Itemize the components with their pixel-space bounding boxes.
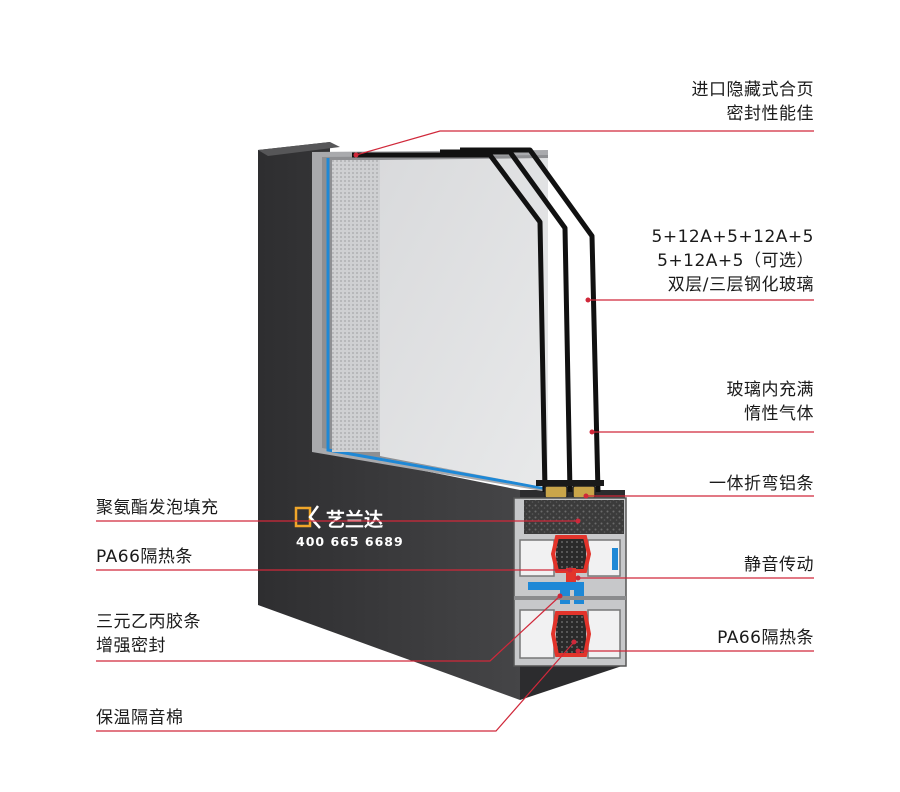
callout-hidden-hinge: 进口隐藏式合页 密封性能佳	[692, 78, 815, 126]
callout-tempered-glass: 5+12A+5+12A+5 5+12A+5（可选） 双层/三层钢化玻璃	[652, 225, 814, 297]
callout-inert-gas: 玻璃内充满 惰性气体	[727, 378, 815, 426]
callout-text: 三元乙丙胶条	[96, 612, 201, 632]
callout-insulation-wool: 保温隔音棉	[96, 706, 184, 730]
callout-text: 密封性能佳	[726, 104, 814, 124]
callout-text: 玻璃内充满	[726, 380, 814, 400]
sash-opening	[312, 150, 549, 492]
callout-text: 5+12A+5（可选）	[657, 251, 814, 271]
callout-text: PA66隔热条	[96, 547, 193, 567]
callout-text: 静音传动	[744, 555, 814, 575]
brand-phone: 400 665 6689	[296, 534, 404, 549]
glass-panes	[352, 147, 601, 493]
callout-text: 保温隔音棉	[96, 708, 184, 728]
callout-text: 5+12A+5+12A+5	[651, 227, 814, 247]
profile-cross-section	[513, 497, 627, 667]
callout-text: 进口隐藏式合页	[691, 80, 814, 100]
callout-text: 一体折弯铝条	[709, 474, 814, 494]
callout-text: 双层/三层钢化玻璃	[667, 275, 814, 295]
callout-pa66-strip-left: PA66隔热条	[96, 545, 193, 569]
brand-logo	[294, 505, 321, 529]
brand-name: 艺兰达	[326, 508, 383, 531]
callout-text: 增强密封	[96, 636, 166, 656]
leader-lines-left	[96, 520, 578, 732]
callout-text: PA66隔热条	[717, 628, 814, 648]
callout-epdm-seal: 三元乙丙胶条 增强密封	[96, 610, 201, 658]
callout-text: 惰性气体	[744, 404, 814, 424]
callout-aluminium-spacer: 一体折弯铝条	[709, 472, 814, 496]
callout-text: 聚氨酯发泡填充	[96, 498, 219, 518]
leader-lines-right	[355, 130, 814, 652]
leader-dots	[353, 152, 595, 654]
callout-pa66-strip-right: PA66隔热条	[717, 626, 814, 650]
callout-pu-foam: 聚氨酯发泡填充	[96, 496, 219, 520]
callout-silent-drive: 静音传动	[744, 553, 814, 577]
